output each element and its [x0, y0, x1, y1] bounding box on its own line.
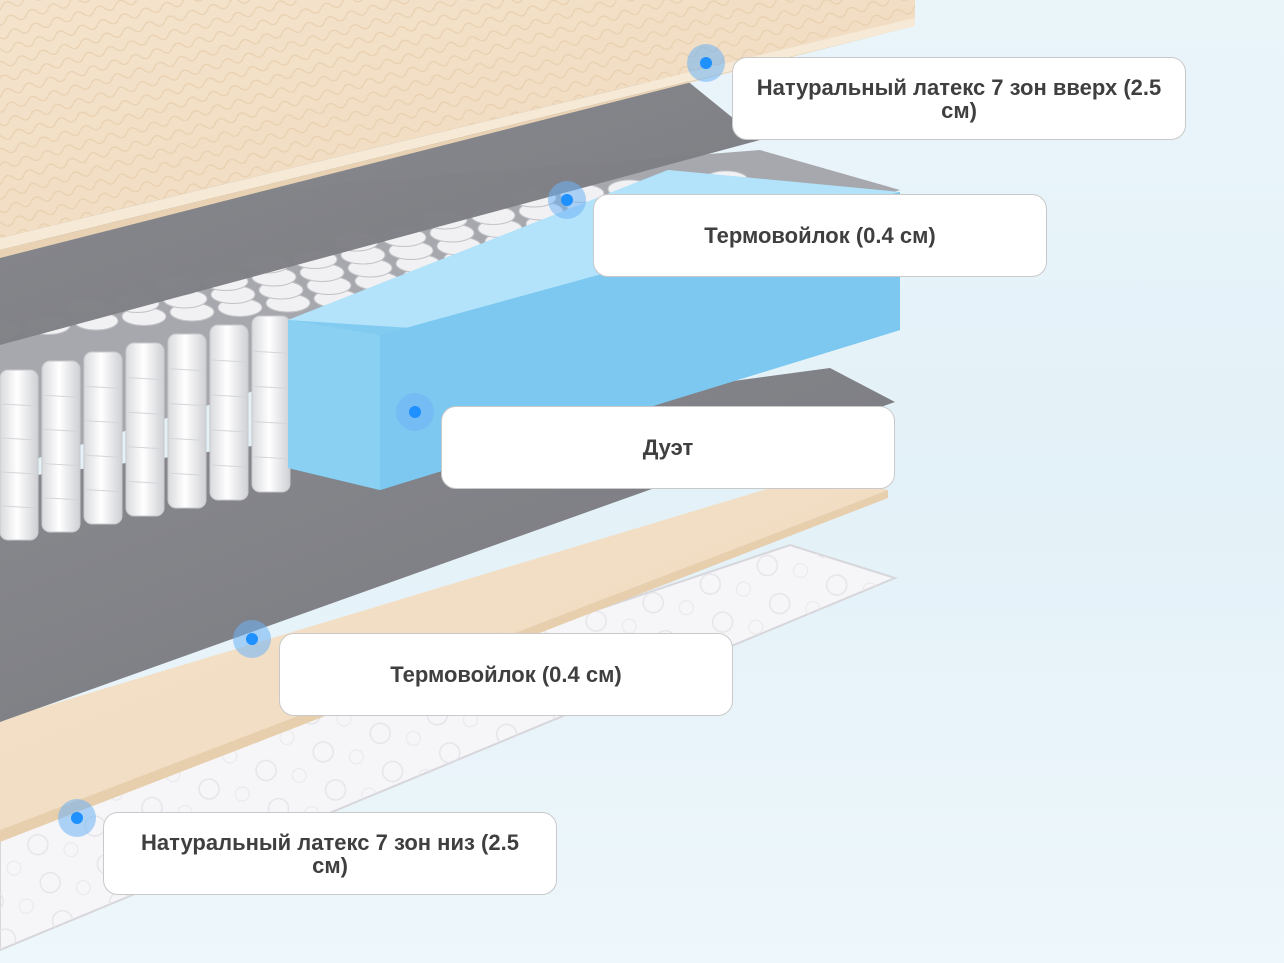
- spring-seam: [127, 377, 163, 381]
- spring-seam: [43, 394, 79, 398]
- spring-cylinder: [83, 351, 123, 525]
- spring-seam: [253, 385, 289, 389]
- spring-seam: [1, 505, 37, 509]
- spring-seam: [253, 421, 289, 425]
- spring-seam: [211, 429, 247, 433]
- marker-spring-duet[interactable]: [396, 393, 434, 431]
- marker-latex-bottom[interactable]: [58, 799, 96, 837]
- spring-seam: [211, 359, 247, 363]
- spring-cylinder: [0, 369, 39, 541]
- spring-seam: [169, 437, 205, 441]
- spring-seam: [43, 463, 79, 467]
- spring-seam: [85, 489, 121, 493]
- spring-seam: [253, 456, 289, 460]
- spring-seam: [1, 403, 37, 407]
- spring-seam: [85, 420, 121, 424]
- spring-seam: [1, 437, 37, 441]
- top-felt-layer: [0, 75, 760, 345]
- spring-seam: [127, 446, 163, 450]
- spring-seam: [253, 350, 289, 354]
- spring-seam: [127, 411, 163, 415]
- callout-spring-duet-label: Дуэт: [642, 435, 694, 460]
- spring-cylinder: [41, 360, 81, 533]
- marker-latex-top[interactable]: [687, 44, 725, 82]
- callout-felt-bottom: Термовойлок (0.4 см): [279, 633, 733, 716]
- spring-seam: [169, 403, 205, 407]
- spring-seam: [211, 394, 247, 398]
- spring-cylinder: [167, 333, 207, 509]
- spring-seam: [85, 454, 121, 458]
- callout-latex-bottom-label: Натуральный латекс 7 зон низ (2.5 см): [141, 829, 519, 878]
- spring-seam: [169, 472, 205, 476]
- spring-seam: [1, 471, 37, 475]
- spring-seam: [169, 368, 205, 372]
- callout-latex-bottom: Натуральный латекс 7 зон низ (2.5 см): [103, 812, 557, 895]
- spring-cylinder: [209, 324, 249, 501]
- callout-felt-top: Термовойлок (0.4 см): [593, 194, 1047, 277]
- spring-seam: [211, 464, 247, 468]
- callout-spring-duet: Дуэт: [441, 406, 895, 489]
- marker-felt-bottom[interactable]: [233, 620, 271, 658]
- spring-seam: [127, 480, 163, 484]
- spring-cylinder: [125, 342, 165, 517]
- spring-cylinder: [251, 315, 291, 493]
- spring-seam: [85, 385, 121, 389]
- spring-seam: [43, 497, 79, 501]
- callout-latex-top-label: Натуральный латекс 7 зон вверх (2.5 см): [756, 74, 1162, 123]
- callout-felt-top-label: Термовойлок (0.4 см): [704, 223, 936, 248]
- callout-felt-bottom-label: Термовойлок (0.4 см): [390, 662, 622, 687]
- spring-seam: [43, 428, 79, 432]
- callout-latex-top: Натуральный латекс 7 зон вверх (2.5 см): [732, 57, 1186, 140]
- marker-felt-top[interactable]: [548, 181, 586, 219]
